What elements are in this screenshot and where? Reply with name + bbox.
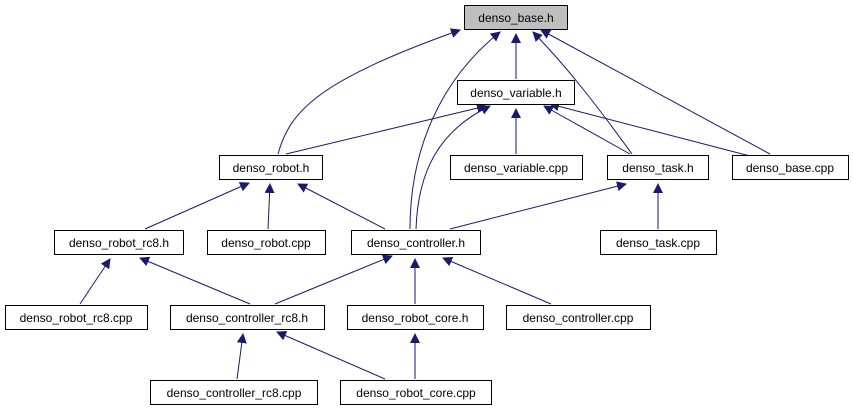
- node-denso-variable-cpp[interactable]: denso_variable.cpp: [450, 155, 583, 180]
- node-denso-task-cpp[interactable]: denso_task.cpp: [600, 230, 717, 255]
- edge-robot-core-cpp-to-controller-rc8-h: [276, 331, 386, 380]
- edge-controller-rc8-h-to-controller-h: [274, 254, 393, 305]
- svg-text:denso_base.h: denso_base.h: [478, 11, 553, 25]
- edge-base-cpp-to-variable-h: [549, 101, 751, 157]
- node-denso-base-h[interactable]: denso_base.h: [464, 5, 568, 30]
- svg-text:denso_robot_rc8.h: denso_robot_rc8.h: [69, 236, 169, 250]
- edge-controller-cpp-to-controller-h: [442, 256, 552, 305]
- node-denso-robot-cpp[interactable]: denso_robot.cpp: [207, 230, 326, 255]
- node-denso-controller-rc8-cpp[interactable]: denso_controller_rc8.cpp: [150, 380, 318, 405]
- svg-text:denso_robot_rc8.cpp: denso_robot_rc8.cpp: [20, 311, 133, 325]
- edge-controller-h-to-robot-h: [297, 183, 386, 230]
- edge-controller-h-to-variable-h: [415, 105, 491, 230]
- edge-robot-rc8-h-to-robot-h: [144, 182, 250, 230]
- edge-robot-rc8-cpp-to-robot-rc8-h: [79, 258, 111, 305]
- svg-text:denso_variable.h: denso_variable.h: [470, 86, 561, 100]
- svg-text:denso_controller_rc8.h: denso_controller_rc8.h: [186, 311, 308, 325]
- svg-text:denso_variable.cpp: denso_variable.cpp: [464, 161, 568, 175]
- svg-text:denso_robot_core.h: denso_robot_core.h: [362, 311, 469, 325]
- edge-robot-h-to-variable-h: [285, 103, 487, 155]
- node-denso-variable-h[interactable]: denso_variable.h: [457, 80, 575, 105]
- svg-text:denso_task.cpp: denso_task.cpp: [616, 236, 700, 250]
- nodes: denso_base.h denso_variable.h denso_robo…: [5, 5, 849, 405]
- svg-text:denso_task.h: denso_task.h: [622, 161, 693, 175]
- edge-task-h-to-base-h: [532, 31, 633, 155]
- edge-robot-cpp-to-robot-h: [264, 183, 275, 230]
- edge-base-cpp-to-base-h: [540, 29, 771, 155]
- svg-text:denso_robot.h: denso_robot.h: [233, 161, 310, 175]
- edge-controller-rc8-cpp-to-controller-rc8-h: [236, 333, 247, 380]
- edge-controller-h-to-base-h: [409, 31, 501, 230]
- node-denso-base-cpp[interactable]: denso_base.cpp: [732, 155, 849, 180]
- edges: [79, 28, 771, 380]
- node-denso-controller-cpp[interactable]: denso_controller.cpp: [506, 305, 651, 330]
- node-denso-robot-rc8-cpp[interactable]: denso_robot_rc8.cpp: [5, 305, 148, 330]
- edge-controller-h-to-task-h: [449, 181, 627, 230]
- svg-text:denso_robot.cpp: denso_robot.cpp: [221, 236, 311, 250]
- svg-text:denso_controller.h: denso_controller.h: [367, 236, 465, 250]
- node-denso-controller-h[interactable]: denso_controller.h: [351, 230, 481, 255]
- node-denso-controller-rc8-h[interactable]: denso_controller_rc8.h: [170, 305, 325, 330]
- node-denso-robot-rc8-h[interactable]: denso_robot_rc8.h: [54, 230, 184, 255]
- node-denso-task-h[interactable]: denso_task.h: [607, 155, 709, 180]
- svg-text:denso_base.cpp: denso_base.cpp: [746, 161, 834, 175]
- edge-robot-h-to-base-h: [277, 28, 461, 155]
- edge-controller-rc8-h-to-robot-rc8-h: [139, 256, 251, 305]
- svg-text:denso_controller_rc8.cpp: denso_controller_rc8.cpp: [167, 386, 302, 400]
- node-denso-robot-core-h[interactable]: denso_robot_core.h: [347, 305, 484, 330]
- svg-text:denso_controller.cpp: denso_controller.cpp: [523, 311, 634, 325]
- svg-text:denso_robot_core.cpp: denso_robot_core.cpp: [356, 386, 476, 400]
- node-denso-robot-core-cpp[interactable]: denso_robot_core.cpp: [340, 380, 492, 405]
- node-denso-robot-h[interactable]: denso_robot.h: [219, 155, 323, 180]
- edge-task-h-to-variable-h: [543, 105, 631, 155]
